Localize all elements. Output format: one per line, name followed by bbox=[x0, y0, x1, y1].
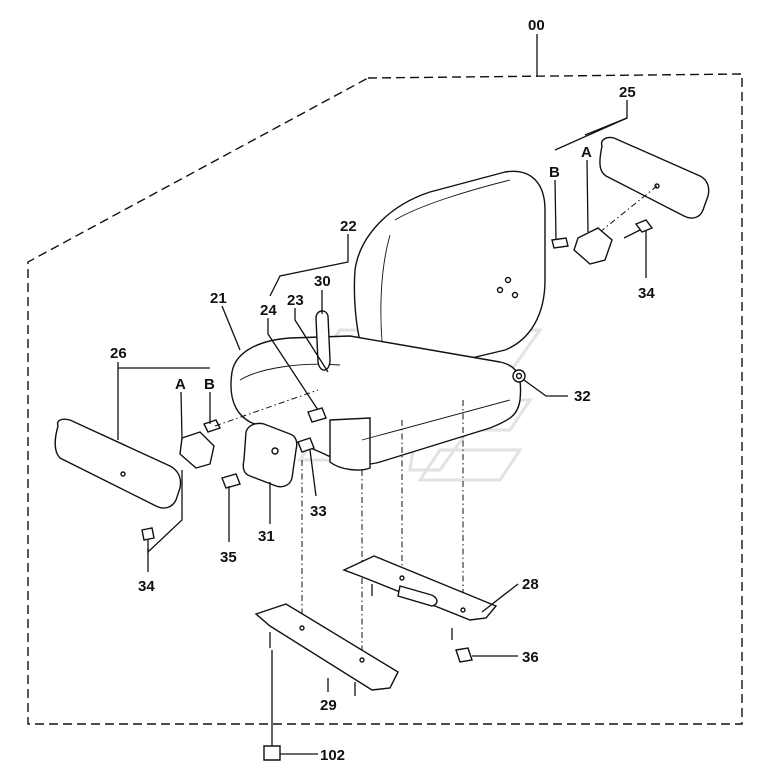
nut-36 bbox=[455, 647, 473, 663]
bracket-left bbox=[179, 431, 215, 469]
bolt-left-b bbox=[203, 419, 221, 433]
label-102: 102 bbox=[320, 747, 345, 764]
armrest-left-axis bbox=[214, 389, 319, 427]
bracket-right bbox=[573, 227, 613, 265]
label-36: 36 bbox=[522, 649, 539, 666]
washer-32-inner bbox=[515, 372, 523, 380]
label-assembly: 00 bbox=[528, 17, 545, 34]
knob-hole-2 bbox=[511, 291, 519, 299]
armrest-right bbox=[599, 136, 710, 219]
label-34-right: 34 bbox=[638, 285, 655, 302]
knob-hole-1 bbox=[504, 276, 512, 284]
label-21: 21 bbox=[210, 290, 227, 307]
base-rail bbox=[361, 399, 511, 441]
knob-hole-3 bbox=[496, 286, 504, 294]
rail-28 bbox=[342, 555, 498, 621]
label-23: 23 bbox=[287, 292, 304, 309]
leader-25-b bbox=[554, 117, 628, 151]
leader-28 bbox=[481, 583, 519, 613]
cover-plate-31 bbox=[242, 422, 298, 488]
leader-33 bbox=[309, 449, 317, 497]
label-35: 35 bbox=[220, 549, 237, 566]
bolt-33 bbox=[297, 437, 315, 453]
backrest-side bbox=[394, 179, 511, 221]
rail-28-handle bbox=[397, 585, 438, 607]
rail-29 bbox=[254, 603, 399, 691]
seat-base bbox=[329, 417, 371, 471]
bolt-right-34-shank bbox=[623, 229, 641, 239]
label-b-right: B bbox=[549, 164, 560, 181]
leader-23 bbox=[294, 308, 329, 373]
screw-35 bbox=[221, 473, 241, 489]
leader-a-left bbox=[180, 391, 183, 439]
cushion bbox=[230, 335, 522, 466]
label-a-left: A bbox=[175, 376, 186, 393]
bolt-right-b bbox=[551, 237, 569, 249]
leader-24 bbox=[267, 318, 319, 411]
rail-28-hole-2 bbox=[460, 607, 466, 613]
label-34-left: 34 bbox=[138, 578, 155, 595]
rail-29-hole-2 bbox=[359, 657, 365, 663]
rail-28-hole-1 bbox=[399, 575, 405, 581]
leader-b-right bbox=[554, 179, 557, 241]
armrest-left bbox=[54, 418, 182, 509]
armrest-right-axis bbox=[599, 185, 658, 233]
leader-21 bbox=[221, 305, 241, 351]
label-31: 31 bbox=[258, 528, 275, 545]
plate-hole bbox=[271, 447, 279, 455]
label-24: 24 bbox=[260, 302, 277, 319]
seat-assembly bbox=[230, 170, 546, 471]
leader-22 bbox=[269, 234, 349, 297]
recline-lever bbox=[315, 310, 331, 371]
bolt-left-34 bbox=[141, 527, 155, 541]
bolt-102 bbox=[263, 745, 281, 761]
label-25: 25 bbox=[619, 84, 636, 101]
leader-25 bbox=[584, 100, 628, 136]
leader-a-right bbox=[586, 159, 589, 233]
label-b-left: B bbox=[204, 376, 215, 393]
label-32: 32 bbox=[574, 388, 591, 405]
label-22: 22 bbox=[340, 218, 357, 235]
rail-29-hole-1 bbox=[299, 625, 305, 631]
label-30: 30 bbox=[314, 273, 331, 290]
armrest-left-hole bbox=[120, 471, 126, 477]
leader-34-left bbox=[147, 470, 183, 554]
label-33: 33 bbox=[310, 503, 327, 520]
label-a-right: A bbox=[581, 144, 592, 161]
bolt-right-34 bbox=[634, 219, 654, 233]
label-28: 28 bbox=[522, 576, 539, 593]
label-29: 29 bbox=[320, 697, 337, 714]
assembly-boundary bbox=[27, 73, 743, 725]
label-26: 26 bbox=[110, 345, 127, 362]
leader-32 bbox=[523, 379, 568, 397]
